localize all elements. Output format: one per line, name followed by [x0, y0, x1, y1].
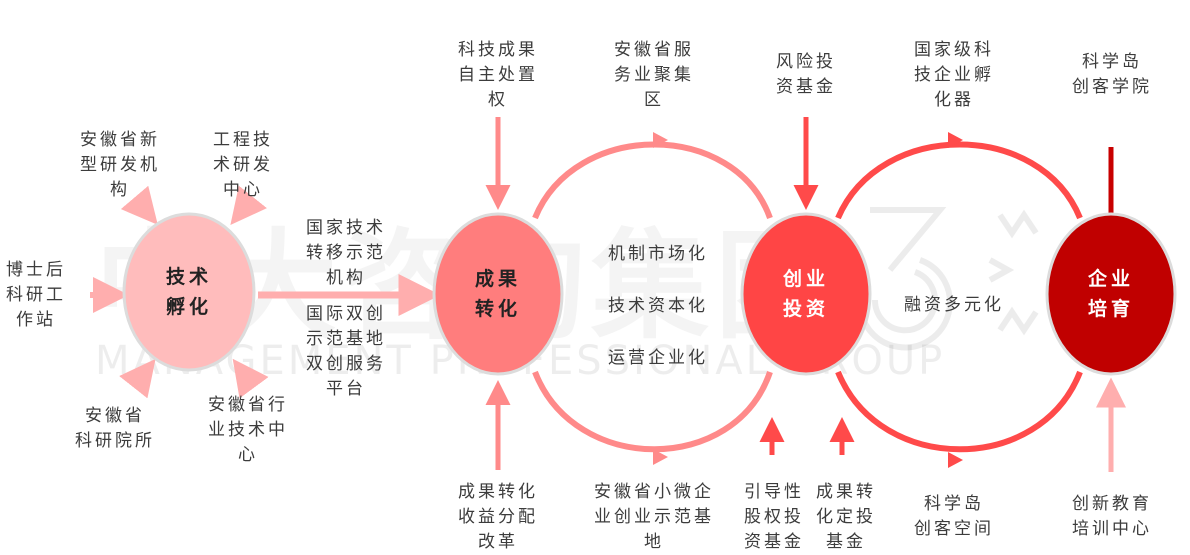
- node-label-enterprise-cultivation: 企业 培育: [1087, 268, 1134, 320]
- node-label-tech-incubation: 技术 孵化: [165, 266, 212, 318]
- label-national-tech-transfer: 国家技术 转移示范 机构: [306, 218, 386, 288]
- label-disposal-rights: 科技成果 自主处置 权: [458, 40, 538, 110]
- loop-3-4: [835, 141, 1083, 453]
- watermark-logo-icon: [856, 207, 1039, 351]
- label-new-rd-institution: 安徽省新 型研发机 构: [80, 130, 160, 200]
- label-income-distribution-reform: 成果转化 收益分配 改革: [458, 482, 538, 552]
- label-tech-capitalization: 技术资本化: [608, 296, 708, 316]
- node-venture-investment: [740, 212, 872, 376]
- label-industry-tech-center: 安徽省行 业技术中 心: [208, 395, 288, 465]
- label-enterprise-operation: 运营企业化: [608, 348, 708, 368]
- label-diversified-financing: 融资多元化: [904, 295, 1004, 315]
- label-national-incubator: 国家级科 技企业孵 化器: [914, 40, 994, 110]
- label-maker-academy: 科学岛 创客学院: [1072, 52, 1152, 97]
- label-venture-fund: 风险投 资基金: [776, 52, 836, 97]
- loop-3-4-bottom-arrowhead-icon: [948, 452, 963, 468]
- node-label-venture-investment: 创业 投资: [782, 268, 829, 320]
- node-enterprise-cultivation: [1045, 212, 1177, 376]
- node-tech-incubation: [122, 212, 256, 372]
- label-postdoc-station: 博士后 科研工 作站: [6, 260, 66, 330]
- label-intl-innovation-base: 国际双创 示范基地 双创服务 平台: [306, 304, 386, 399]
- label-transfer-investment-fund: 成果转 化定投 基金: [816, 482, 876, 552]
- loop-3-4-top-arrowhead-icon: [948, 132, 963, 148]
- label-market-mechanism: 机制市场化: [608, 244, 708, 264]
- label-engineering-rd-center: 工程技 术研发 中心: [213, 130, 273, 200]
- node-label-achievement-transfer: 成果 转化: [474, 268, 521, 320]
- label-education-training-center: 创新教育 培训中心: [1072, 494, 1152, 539]
- node1-input-arrows: [90, 185, 269, 399]
- label-service-cluster: 安徽省服 务业聚集 区: [614, 40, 694, 110]
- node3-input-arrows: [759, 117, 855, 455]
- label-guiding-equity-fund: 引导性 股权投 资基金: [744, 482, 804, 552]
- node-achievement-transfer: [432, 212, 564, 376]
- loop-2-3-bottom-arrowhead-icon: [653, 449, 668, 465]
- loop-2-3-top-arrowhead-icon: [653, 132, 668, 148]
- label-micro-enterprise-base: 安徽省小微企 业创业示范基 地: [594, 482, 714, 552]
- label-research-institutes: 安徽省 科研院所: [75, 406, 155, 451]
- label-maker-space: 科学岛 创客空间: [914, 494, 994, 539]
